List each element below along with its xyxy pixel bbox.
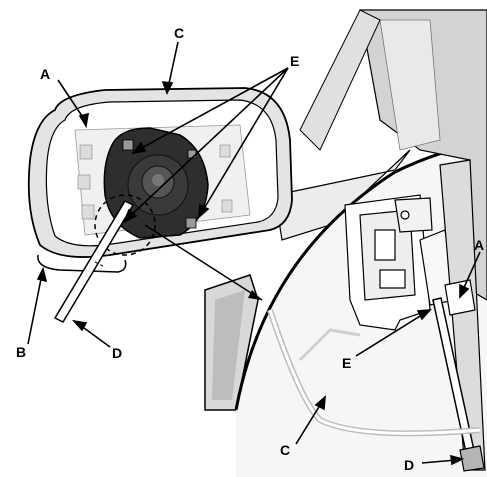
tool-detail [432,297,485,472]
callout-a-right: A [474,237,484,253]
door-body [204,149,411,411]
callout-e-right: E [342,355,351,371]
callout-c-top: C [174,25,184,41]
callout-b: B [16,344,26,360]
detail-view [234,9,487,477]
callout-c-bottom: C [280,442,290,458]
callout-arrows [27,41,481,466]
callout-d-right: D [404,457,414,473]
detail-leader-line [144,224,263,301]
callout-a-left: A [40,66,50,82]
detail-highlight-circle [94,194,156,256]
callout-e-top: E [290,53,299,69]
callout-d-left: D [112,345,122,361]
tool-left [53,200,135,323]
